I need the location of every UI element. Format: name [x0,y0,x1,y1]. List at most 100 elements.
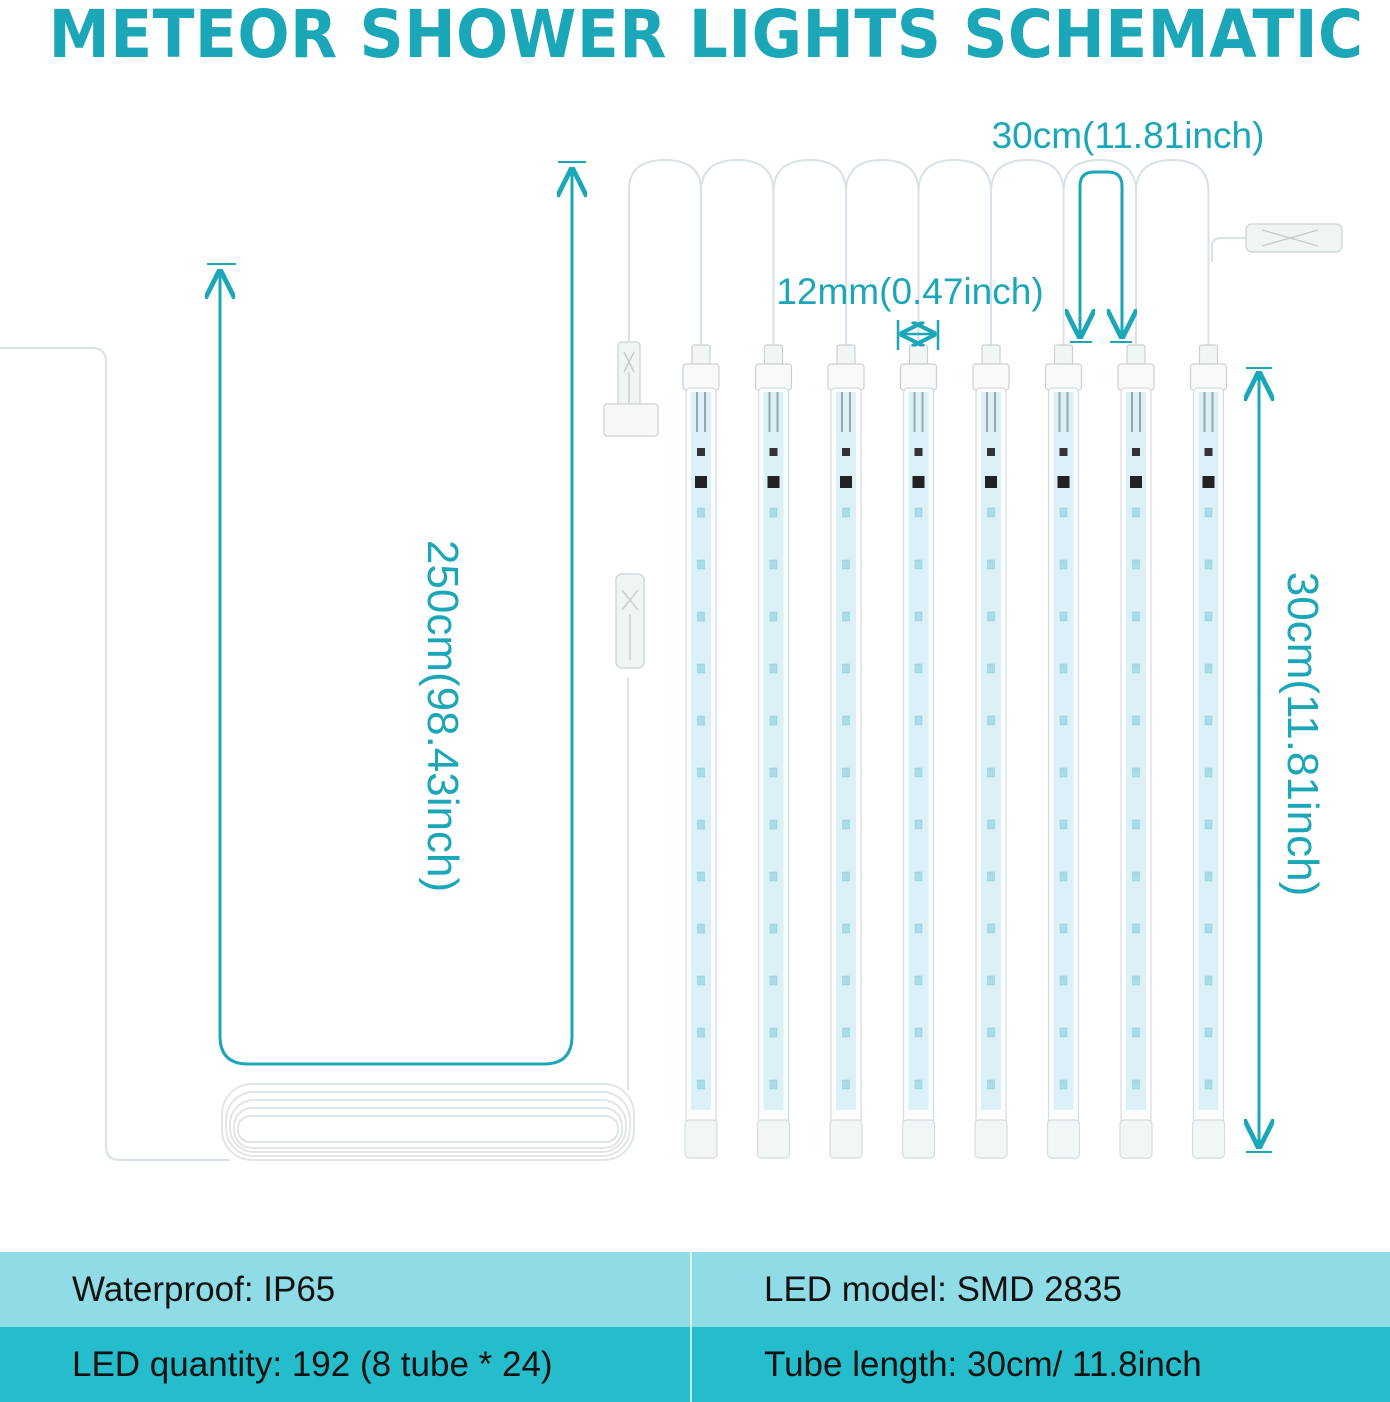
led-chip [769,1027,778,1038]
led-chip [842,663,850,674]
spec-divider [690,1252,692,1402]
led-chip [987,1079,995,1090]
led-chip [1204,1027,1213,1038]
led-chip [842,871,850,882]
led-tube [827,344,865,1159]
led-chip [914,715,923,726]
led-chip [769,1079,778,1090]
led-chip [914,1027,923,1038]
tube-wire [772,158,847,345]
led-tube [682,344,720,1159]
led-chip [769,715,778,726]
led-chip [697,819,705,830]
tube-wire [1135,158,1210,345]
socket-connector [615,573,645,669]
led-chip [842,1027,850,1038]
led-chip [769,611,778,622]
led-chip [914,871,923,882]
tube-group [682,344,1228,1159]
led-chip [697,1079,705,1090]
tube-wire [990,158,1065,345]
spec-row: Waterproof: IP65 LED model: SMD 2835 [0,1252,1390,1327]
led-chip [842,819,850,830]
led-chip [987,507,995,518]
led-chip [697,767,705,778]
led-chip [987,715,995,726]
tube-spacing-label: 30cm(11.81inch) [992,115,1265,156]
led-chip [842,975,850,986]
led-chip [842,767,850,778]
led-chip [769,559,778,570]
led-chip [1204,1079,1213,1090]
led-chip [1204,923,1213,934]
led-tube [972,344,1010,1159]
led-chip [769,923,778,934]
led-chip [769,871,778,882]
led-chip [1132,559,1140,570]
led-chip [1204,871,1213,882]
led-chip [1204,663,1213,674]
tube-spacing-dimension [1070,170,1132,343]
led-chip [914,507,923,518]
led-chip [1059,767,1068,778]
led-chip [1132,663,1140,674]
led-chip [987,871,995,882]
spec-led-quantity: LED quantity: 192 (8 tube * 24) [72,1345,553,1384]
led-chip [914,767,923,778]
led-chip [1059,611,1068,622]
cable-length-dimension [207,161,586,1066]
led-chip [1132,1079,1140,1090]
tube-wire [917,158,992,345]
led-chip [842,923,850,934]
led-chip [1132,923,1140,934]
led-chip [769,975,778,986]
led-chip [1059,507,1068,518]
led-tube [1189,344,1228,1159]
led-chip [914,923,923,934]
led-chip [1059,871,1068,882]
led-chip [1059,1027,1068,1038]
led-chip [1204,507,1213,518]
led-chip [842,611,850,622]
tube-wire [1062,158,1137,345]
spec-tube-length: Tube length: 30cm/ 11.8inch [764,1345,1202,1384]
led-chip [1132,975,1140,986]
led-chip [1059,819,1068,830]
led-chip [1132,1027,1140,1038]
led-chip [842,559,850,570]
coiled-cable [221,1083,635,1161]
led-chip [1204,819,1213,830]
led-chip [842,507,850,518]
led-chip [987,767,995,778]
led-chip [914,819,923,830]
led-chip [697,663,705,674]
led-chip [914,559,923,570]
led-chip [1132,507,1140,518]
led-chip [697,507,705,518]
led-chip [697,715,705,726]
led-chip [1059,715,1068,726]
led-chip [1059,923,1068,934]
led-chip [1204,767,1213,778]
led-chip [914,1079,923,1090]
led-tube [899,344,938,1159]
tube-width-label: 12mm(0.47inch) [776,271,1043,312]
led-chip [697,871,705,882]
led-chip [697,559,705,570]
led-chip [697,975,705,986]
led-chip [1059,663,1068,674]
led-chip [697,1027,705,1038]
spec-led-model: LED model: SMD 2835 [764,1270,1122,1309]
lead-wire [628,158,702,345]
tube-wire [700,158,775,345]
tube-wires [628,158,1210,345]
cable-length-label: 250cm(98.43inch) [418,540,467,892]
tube-wire [845,158,920,345]
led-tube [1117,344,1155,1159]
tube-length-label: 30cm(11.81inch) [1278,572,1327,896]
led-chip [914,611,923,622]
spec-waterproof: Waterproof: IP65 [72,1270,336,1309]
led-chip [1132,767,1140,778]
led-chip [1132,819,1140,830]
led-chip [1204,559,1213,570]
